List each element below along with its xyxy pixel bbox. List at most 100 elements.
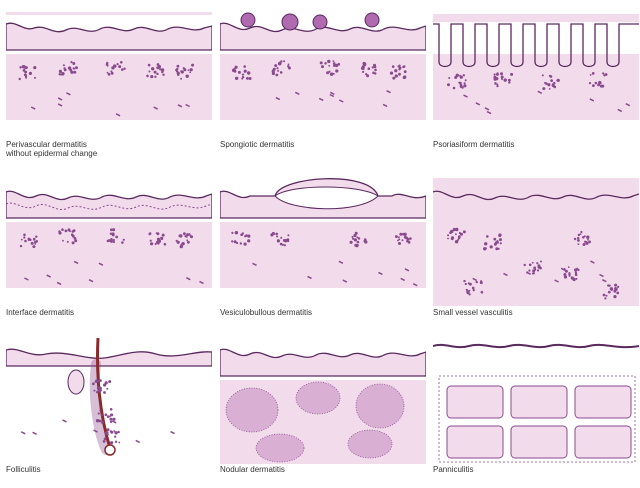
cell-dot bbox=[603, 294, 606, 297]
cell-dot bbox=[244, 70, 247, 73]
cell-dot bbox=[33, 66, 36, 69]
cell-dot bbox=[110, 414, 113, 417]
cell-dot bbox=[288, 67, 291, 70]
cell-dot bbox=[578, 234, 580, 236]
nodular-dermatitis-illustration bbox=[220, 336, 426, 464]
cell-dot bbox=[362, 71, 364, 73]
cell-dot bbox=[350, 241, 353, 244]
cell-dot bbox=[398, 236, 400, 238]
cell-dot bbox=[578, 243, 580, 245]
cell-dot bbox=[114, 431, 117, 434]
cell-dot bbox=[247, 71, 250, 74]
cell-dot bbox=[495, 241, 498, 244]
cell-dot bbox=[538, 264, 541, 267]
cell-dot bbox=[121, 241, 124, 244]
cell-dot bbox=[274, 64, 277, 67]
cell-dot bbox=[238, 71, 241, 74]
cell-dot bbox=[499, 238, 502, 241]
cell-dot bbox=[372, 72, 375, 75]
cell-dot bbox=[404, 236, 407, 239]
cell-dot bbox=[577, 237, 579, 239]
cell-dot bbox=[160, 237, 163, 240]
cell-dot bbox=[107, 72, 109, 74]
cell-dot bbox=[395, 235, 397, 237]
cell-dot bbox=[549, 88, 551, 90]
cell-dot bbox=[242, 74, 244, 76]
cell-dot bbox=[95, 380, 98, 383]
cell-dot bbox=[273, 68, 276, 71]
cell-dot bbox=[617, 286, 619, 288]
cell-dot bbox=[496, 85, 498, 87]
cell-dot bbox=[468, 290, 470, 292]
cell-dot bbox=[328, 71, 330, 73]
cell-dot bbox=[157, 232, 159, 234]
cell-dot bbox=[575, 273, 578, 276]
cell-dot bbox=[92, 382, 95, 385]
cell-dot bbox=[123, 68, 125, 70]
cell-dot bbox=[105, 413, 108, 416]
cell-dot bbox=[602, 72, 604, 74]
cell-dot bbox=[33, 238, 36, 241]
cell-dot bbox=[399, 67, 401, 69]
cell-dot bbox=[338, 63, 341, 66]
cell-dot bbox=[164, 243, 167, 246]
caption-perivascular-dermatitis: Perivascular dermatitis without epiderma… bbox=[6, 140, 216, 158]
cell-dot bbox=[19, 78, 21, 80]
cell-dot bbox=[464, 82, 466, 84]
cell-dot bbox=[542, 74, 544, 76]
cell-dot bbox=[25, 75, 27, 77]
cell-dot bbox=[106, 388, 108, 390]
cell-dot bbox=[111, 72, 114, 75]
cell-dot bbox=[280, 237, 282, 239]
cell-dot bbox=[19, 66, 21, 68]
cell-dot bbox=[20, 245, 22, 247]
cell-dot bbox=[94, 390, 96, 392]
cell-dot bbox=[595, 82, 598, 85]
cell-dot bbox=[399, 65, 401, 67]
cell-dot bbox=[275, 233, 278, 236]
cell-dot bbox=[494, 82, 497, 85]
cell-dot bbox=[529, 264, 532, 267]
small-vessel-vasculitis-illustration bbox=[433, 178, 639, 306]
cell-dot bbox=[574, 268, 577, 271]
cell-dot bbox=[606, 295, 608, 297]
cell-dot bbox=[501, 78, 503, 80]
cell-dot bbox=[455, 233, 457, 235]
cell-dot bbox=[159, 68, 161, 70]
cell-dot bbox=[29, 72, 32, 75]
cell-dot bbox=[588, 241, 591, 244]
cell-dot bbox=[597, 84, 600, 87]
cell-dot bbox=[469, 293, 471, 295]
cell-dot bbox=[99, 410, 101, 412]
cell-dot bbox=[540, 261, 542, 263]
cell-dot bbox=[493, 238, 496, 241]
cell-dot bbox=[162, 74, 164, 76]
cell-dot bbox=[113, 430, 115, 432]
cell-dot bbox=[148, 71, 150, 73]
cell-dot bbox=[532, 269, 535, 272]
cell-dot bbox=[528, 270, 530, 272]
cell-dot bbox=[277, 70, 279, 72]
cell-dot bbox=[372, 66, 374, 68]
cell-dot bbox=[357, 244, 359, 246]
cell-dot bbox=[245, 243, 247, 245]
cell-dot bbox=[356, 236, 358, 238]
cell-dot bbox=[275, 74, 278, 77]
cell-dot bbox=[399, 233, 402, 236]
cell-dot bbox=[608, 291, 611, 294]
cell-dot bbox=[584, 241, 586, 243]
cell-dot bbox=[466, 289, 468, 291]
cell-dot bbox=[58, 231, 61, 234]
cell-dot bbox=[158, 65, 161, 68]
cell-dot bbox=[483, 247, 486, 250]
cell-dot bbox=[72, 230, 75, 233]
cell-dot bbox=[455, 240, 458, 243]
cell-dot bbox=[335, 69, 338, 72]
cell-dot bbox=[123, 239, 125, 241]
cell-dot bbox=[154, 76, 156, 78]
cell-dot bbox=[31, 242, 34, 245]
cell-dot bbox=[550, 75, 553, 78]
cell-dot bbox=[105, 381, 108, 384]
cell-dot bbox=[191, 64, 194, 67]
cell-dot bbox=[592, 72, 595, 75]
